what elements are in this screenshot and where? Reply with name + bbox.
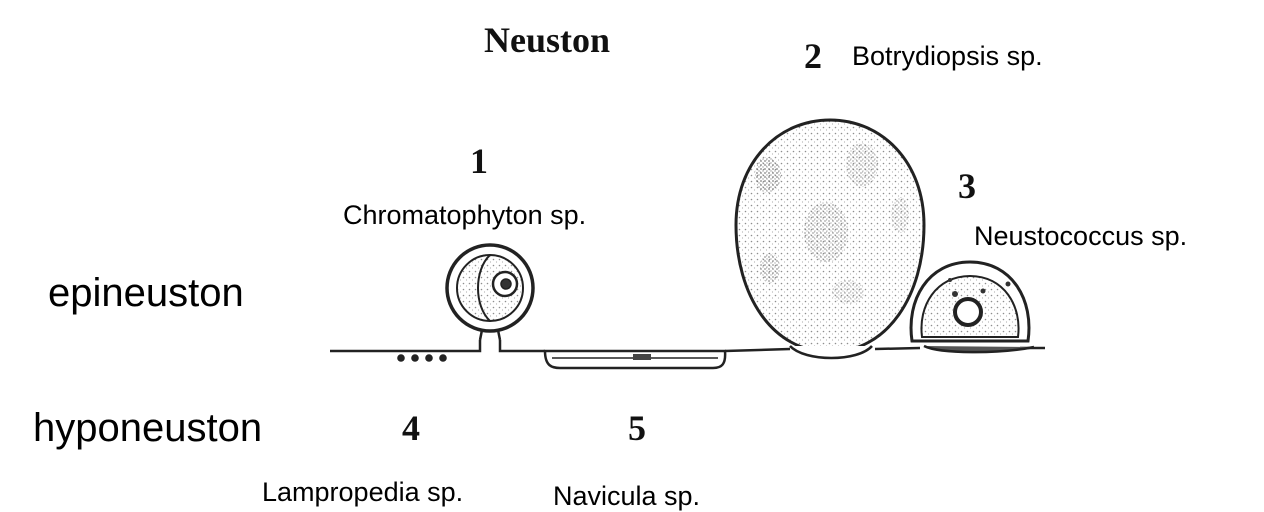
- zone-label-epineuston: epineuston: [48, 271, 244, 315]
- organism-5-name: Navicula sp.: [553, 481, 700, 511]
- organism-3-number: 3: [958, 166, 976, 206]
- organism-1-name: Chromatophyton sp.: [343, 200, 586, 230]
- organism-5-number: 5: [628, 408, 646, 448]
- diagram-title: Neuston: [484, 20, 610, 60]
- zone-label-hyponeuston: hyponeuston: [33, 406, 262, 450]
- organism-2-name: Botrydiopsis sp.: [852, 41, 1043, 71]
- lampropedia-cells: [397, 354, 447, 362]
- organism-2-number: 2: [804, 36, 822, 76]
- organism-3-name: Neustococcus sp.: [974, 221, 1187, 251]
- organism-4-number: 4: [402, 408, 420, 448]
- navicula-cell: [545, 351, 725, 368]
- organism-4-name: Lampropedia sp.: [262, 477, 463, 507]
- organism-1-number: 1: [470, 141, 488, 181]
- neustococcus-cell: [911, 262, 1034, 352]
- botrydiopsis-cell: [736, 120, 924, 358]
- chromatophyton-cell: [447, 245, 533, 340]
